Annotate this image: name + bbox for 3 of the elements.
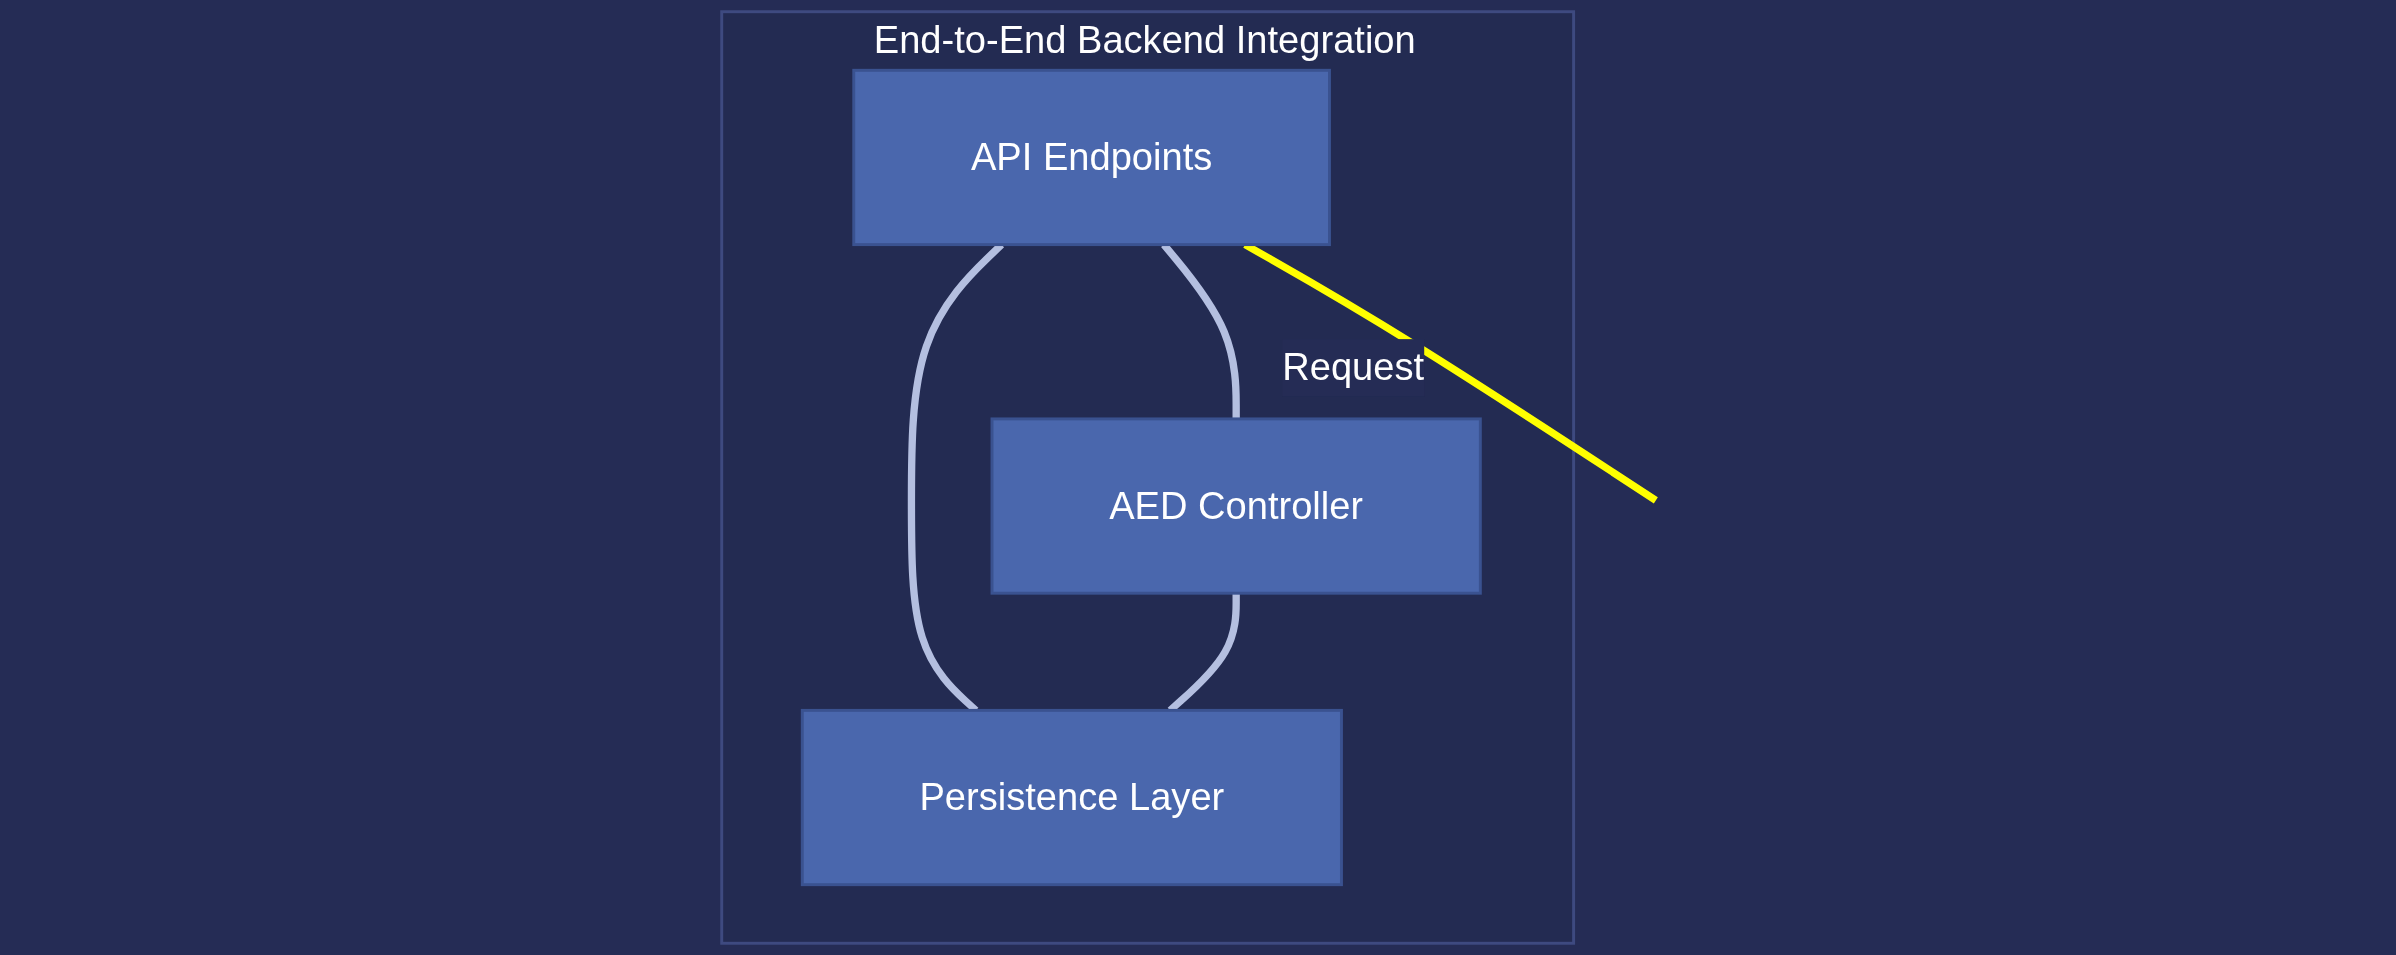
process-box: API Endpoints <box>852 68 1331 247</box>
process-box: Persistence Layer <box>800 708 1343 887</box>
process-box: AED Controller <box>990 417 1482 595</box>
